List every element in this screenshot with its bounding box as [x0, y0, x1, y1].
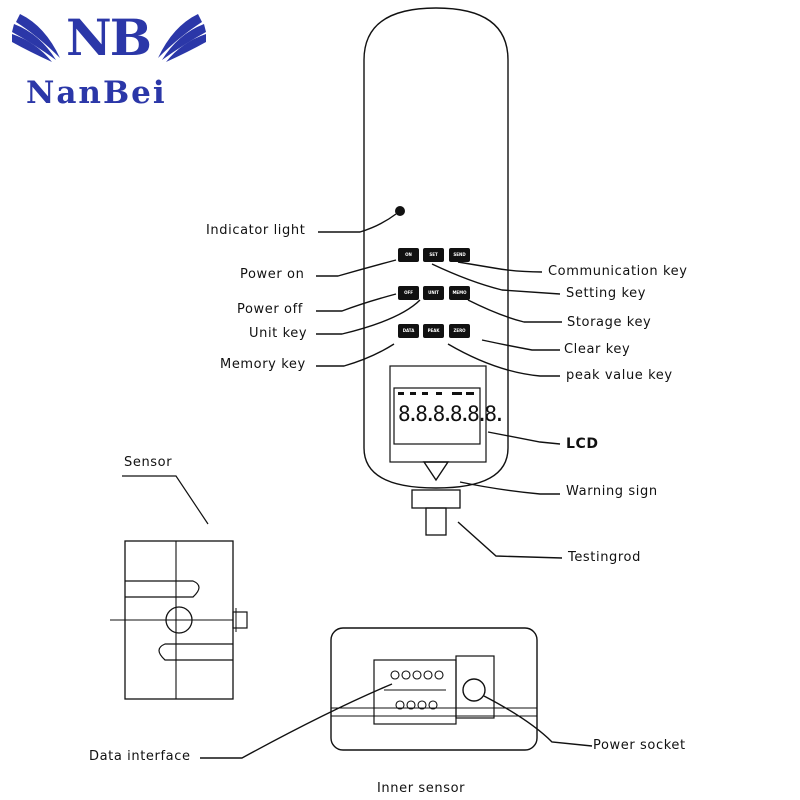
on-key[interactable]: ON	[398, 248, 419, 262]
label-sensor: Sensor	[124, 455, 173, 470]
send-key[interactable]: SEND	[449, 248, 470, 262]
label-data-interface: Data interface	[89, 749, 191, 764]
lcd-indicators	[398, 392, 474, 395]
power-socket-housing	[455, 655, 495, 719]
label-memory-key: Memory key	[220, 357, 306, 372]
indicator-light	[395, 206, 405, 216]
label-storage-key: Storage key	[567, 315, 652, 330]
power-socket	[462, 678, 486, 702]
label-lcd: LCD	[566, 436, 599, 452]
label-power-off: Power off	[237, 302, 303, 317]
warning-triangle	[422, 461, 450, 482]
wings-icon	[12, 14, 206, 62]
label-indicator-light: Indicator light	[206, 223, 306, 238]
data-interface-port	[373, 659, 457, 725]
set-key[interactable]: SET	[423, 248, 444, 262]
label-communication-key: Communication key	[548, 264, 688, 279]
label-clear-key: Clear key	[564, 342, 631, 357]
testing-rod	[425, 507, 447, 536]
label-setting-key: Setting key	[566, 286, 647, 301]
zero-key[interactable]: ZERO	[449, 324, 470, 338]
peak-key[interactable]: PEAK	[423, 324, 444, 338]
lcd-screen	[393, 387, 481, 445]
label-testing-rod: Testingrod	[568, 550, 641, 565]
inner-sensor-panel	[330, 627, 538, 751]
off-key[interactable]: OFF	[398, 286, 419, 300]
label-peak-value-key: peak value key	[566, 368, 673, 383]
memo-key[interactable]: MEMO	[449, 286, 470, 300]
label-unit-key: Unit key	[249, 326, 308, 341]
label-inner-sensor: Inner sensor	[377, 781, 466, 796]
device-body	[363, 7, 509, 489]
lcd-digits: 8.8.8.8.8.8.	[398, 402, 506, 426]
logo-brand-name: NanBei	[26, 75, 167, 111]
label-power-socket: Power socket	[593, 738, 686, 753]
label-power-on: Power on	[240, 267, 305, 282]
label-warning-sign: Warning sign	[566, 484, 658, 499]
logo-monogram: NB	[66, 8, 152, 67]
unit-key[interactable]: UNIT	[423, 286, 444, 300]
connector	[411, 489, 461, 509]
data-key[interactable]: DATA	[398, 324, 419, 338]
